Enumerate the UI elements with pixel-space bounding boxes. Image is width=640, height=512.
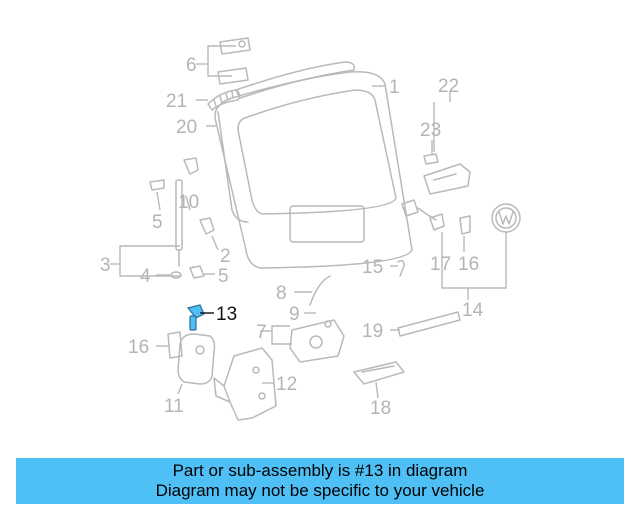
callout-19: 19 <box>362 321 383 342</box>
lock-cylinder-part-13[interactable] <box>186 304 205 331</box>
handle-switch-part[interactable] <box>423 153 471 195</box>
callout-23: 23 <box>420 120 441 141</box>
callout-10: 10 <box>178 192 199 213</box>
callout-13[interactable]: 13 <box>216 304 237 325</box>
callout-20: 20 <box>176 117 197 138</box>
clip-parts[interactable] <box>170 217 215 279</box>
diagram-info-banner: Part or sub-assembly is #13 in diagram D… <box>16 458 624 504</box>
latch-part[interactable] <box>289 319 345 363</box>
callout-9: 9 <box>289 304 300 325</box>
callout-8: 8 <box>276 283 287 304</box>
hinge-part[interactable] <box>217 37 251 85</box>
banner-line-part-number: Part or sub-assembly is #13 in diagram <box>172 461 468 480</box>
callout-18: 18 <box>370 398 391 419</box>
callout-12: 12 <box>276 374 297 395</box>
callout-4: 4 <box>140 266 151 287</box>
callout-21: 21 <box>166 91 187 112</box>
callout-15: 15 <box>362 257 383 278</box>
wire-clip-part[interactable] <box>397 259 405 277</box>
callout-7: 7 <box>256 322 267 343</box>
callout-16-left: 16 <box>128 337 149 358</box>
callout-11: 11 <box>164 396 184 417</box>
seal-part[interactable] <box>207 89 241 111</box>
callout-labels: 1 2 3 4 5 5 6 7 8 9 10 11 12 13 14 15 16… <box>100 55 484 419</box>
gas-strut-part[interactable] <box>149 157 199 267</box>
emblem-part[interactable] <box>491 203 521 233</box>
banner-line-disclaimer: Diagram may not be specific to your vehi… <box>155 481 485 500</box>
spoiler-part[interactable] <box>235 61 356 99</box>
callout-5-upper: 5 <box>152 212 163 233</box>
actuator-part[interactable] <box>167 331 216 385</box>
tailgate-assembly[interactable] <box>214 71 413 269</box>
latch-rod-part[interactable] <box>309 275 331 306</box>
callout-3: 3 <box>100 255 111 276</box>
callout-1: 1 <box>389 77 400 98</box>
callout-17: 17 <box>430 254 451 275</box>
trim-strip-part[interactable] <box>397 311 461 337</box>
latch-bracket-part[interactable] <box>213 347 277 421</box>
callout-2: 2 <box>220 246 231 267</box>
callout-leader-lines <box>110 45 507 399</box>
license-lamp-part[interactable] <box>353 361 405 385</box>
callout-14: 14 <box>462 300 484 321</box>
callout-16-right: 16 <box>458 254 479 275</box>
callout-5-lower: 5 <box>218 266 229 287</box>
wiring-part[interactable] <box>401 199 471 235</box>
callout-22: 22 <box>438 76 459 97</box>
callout-6: 6 <box>186 55 197 76</box>
